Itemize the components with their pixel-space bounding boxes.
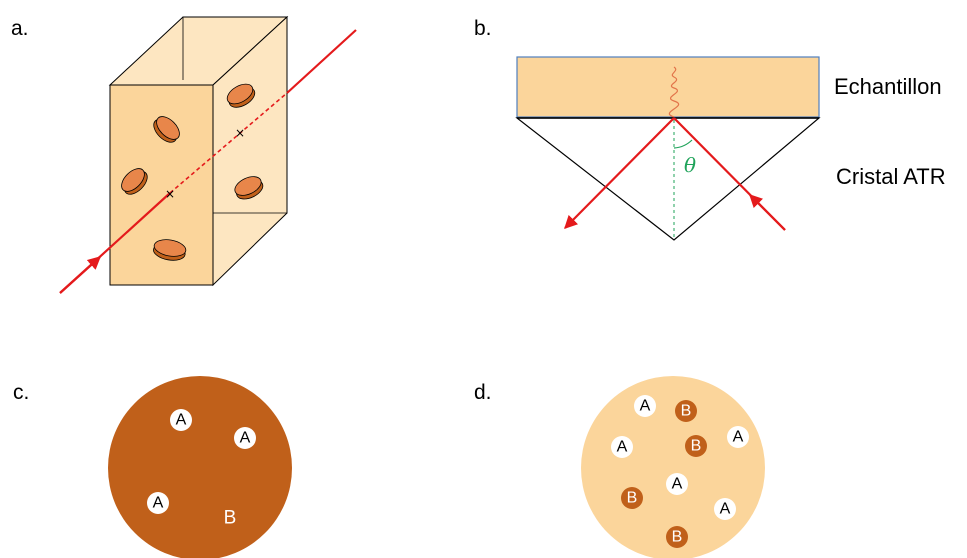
particle-a-label: A: [617, 439, 628, 456]
panel-c-label: c.: [13, 381, 29, 404]
particle-a-label: A: [640, 398, 651, 415]
panel-b: b. θ Echantillon Cristal ATR: [474, 17, 946, 241]
particle: [121, 168, 148, 195]
particle-b: [666, 526, 688, 548]
particle-b-label: B: [681, 403, 692, 420]
particle-b: [675, 400, 697, 422]
panel-a-label: a.: [11, 17, 29, 40]
panel-a: a.: [11, 15, 357, 294]
particle: [153, 239, 187, 261]
panel-b-label: b.: [474, 17, 492, 40]
particle-a-label: A: [176, 412, 187, 429]
entry-mark: ×: [165, 187, 175, 201]
background-b-label: B: [224, 508, 237, 529]
dark-medium-disk: [108, 376, 292, 558]
particle-a: [234, 427, 256, 449]
particle-a-label: A: [720, 501, 731, 518]
evanescent-wave: [668, 66, 680, 118]
particle-a-label: A: [240, 430, 251, 447]
sample-label: Echantillon: [834, 74, 942, 99]
panel-d-label: d.: [474, 381, 492, 404]
particle-a: [666, 473, 688, 495]
particle: [153, 116, 180, 143]
particle-b: [621, 487, 643, 509]
particle-a: [714, 498, 736, 520]
particle-a: [611, 436, 633, 458]
beam-outgoing: [286, 29, 357, 94]
beam-in-arrow: [749, 194, 786, 231]
particle-b-label: B: [627, 490, 638, 507]
particle-b: [685, 435, 707, 457]
panel-d: d. A B A B A B A B A B: [474, 376, 765, 558]
particle: [234, 176, 264, 200]
particle-a: [147, 492, 169, 514]
sample-layer: [516, 56, 820, 118]
particle-a-label: A: [733, 429, 744, 446]
particle-a-label: A: [153, 495, 164, 512]
particle-a: [170, 409, 192, 431]
beam-inside: [169, 92, 288, 194]
box-front-face: [109, 84, 214, 286]
particle-b-label: B: [672, 529, 683, 546]
panel-c: c. A A A B: [13, 376, 292, 558]
atr-crystal: [515, 117, 821, 241]
beam-out: [564, 117, 675, 229]
particle-a: [727, 426, 749, 448]
angle-theta: θ: [684, 153, 696, 177]
particle-b-label: B: [691, 438, 702, 455]
particle: [226, 83, 256, 108]
exit-mark: ×: [235, 126, 245, 140]
crystal-label: Cristal ATR: [836, 164, 946, 189]
beam-arrow: [59, 256, 101, 294]
particle-a-label: A: [672, 476, 683, 493]
particle-a: [634, 395, 656, 417]
angle-arc: [673, 139, 693, 149]
